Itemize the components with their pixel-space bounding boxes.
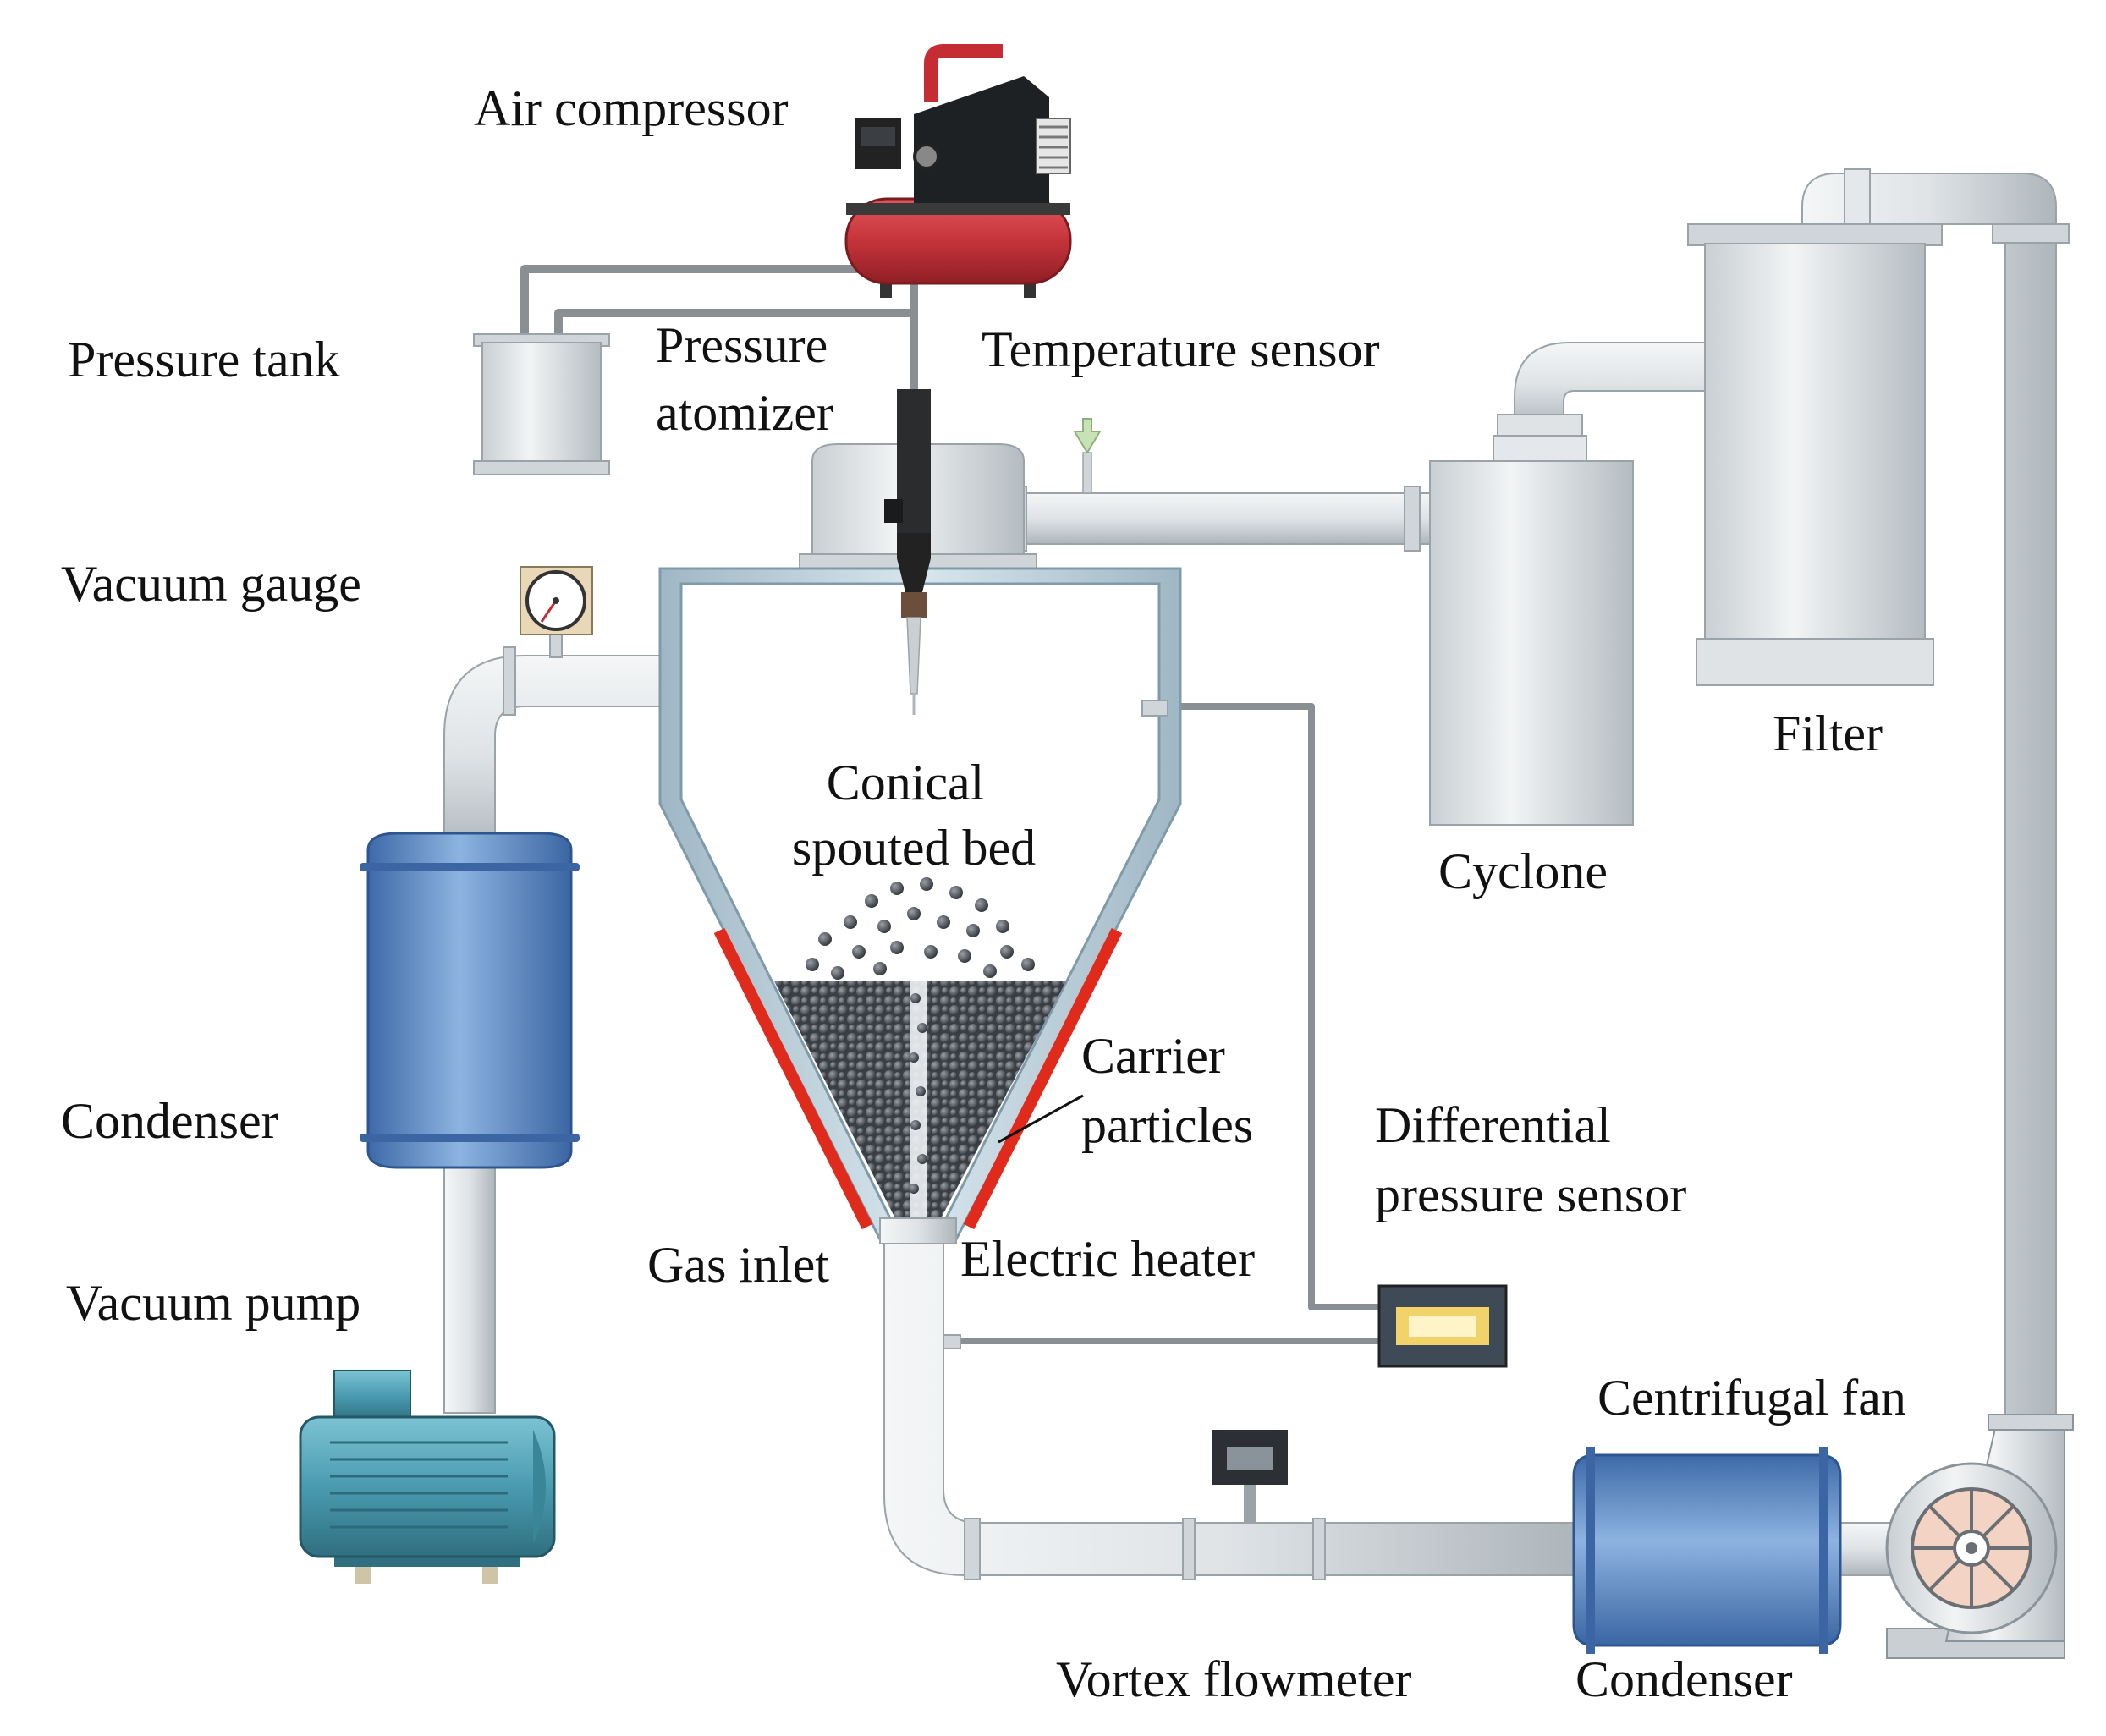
label-differential-pressure-1: Differential [1375,1097,1611,1153]
label-filter: Filter [1773,706,1883,761]
outlet-pipe-to-cyclone [1015,492,1439,545]
label-condenser-bottom: Condenser [1575,1651,1793,1707]
cyclone [1429,435,1634,826]
label-pressure-tank: Pressure tank [68,332,340,387]
conical-spouted-bed [658,443,1182,1349]
label-cyclone: Cyclone [1438,843,1608,899]
label-temperature-sensor: Temperature sensor [982,321,1380,377]
label-conical-spouted-bed-1: Conical [827,755,985,810]
label-air-compressor: Air compressor [474,80,789,136]
spout-channel [910,981,927,1218]
electric-heater-right [963,927,1123,1230]
condenser-bottom [1572,1447,1842,1654]
label-centrifugal-fan: Centrifugal fan [1597,1370,1906,1426]
spout-particles [909,993,927,1194]
centrifugal-fan [1885,1414,2074,1659]
label-differential-pressure-2: pressure sensor [1375,1167,1686,1222]
vacuum-pump [299,1370,556,1584]
label-carrier-particles-2: particles [1081,1097,1253,1153]
vacuum-pipe [443,655,678,855]
filter-to-fan-pipe [1801,173,2057,1439]
temperature-sensor [1073,418,1102,494]
vacuum-gauge [520,566,593,658]
label-gas-inlet: Gas inlet [647,1237,829,1293]
air-lines [520,265,918,398]
electric-heater-left [713,927,873,1230]
label-vortex-flowmeter: Vortex flowmeter [1056,1651,1411,1707]
filter [1687,223,1943,686]
differential-pressure-sensor [1377,1284,1508,1368]
dp-tubing [956,703,1379,1344]
label-conical-spouted-bed-2: spouted bed [792,820,1036,876]
vortex-flowmeter [1212,1430,1288,1523]
pressure-atomizer [884,389,931,715]
pressure-tank [473,333,610,475]
label-condenser-left: Condenser [61,1093,278,1149]
label-pressure-atomizer-1: Pressure [656,317,828,373]
label-carrier-particles-1: Carrier [1081,1028,1225,1084]
label-pressure-atomizer-2: atomizer [656,385,833,441]
air-compressor [844,44,1072,298]
fountain-particles [806,877,1035,980]
condenser-left [360,832,580,1169]
label-vacuum-pump: Vacuum pump [66,1275,360,1331]
cyclone-to-filter-pipe [1514,342,1727,428]
carrier-particles-leader [998,1094,1084,1144]
label-electric-heater: Electric heater [960,1231,1255,1287]
condenser-to-pump-pipe [443,1158,496,1414]
labels: Air compressor Pressure tank Pressure at… [61,80,1906,1707]
label-vacuum-gauge: Vacuum gauge [61,556,361,612]
